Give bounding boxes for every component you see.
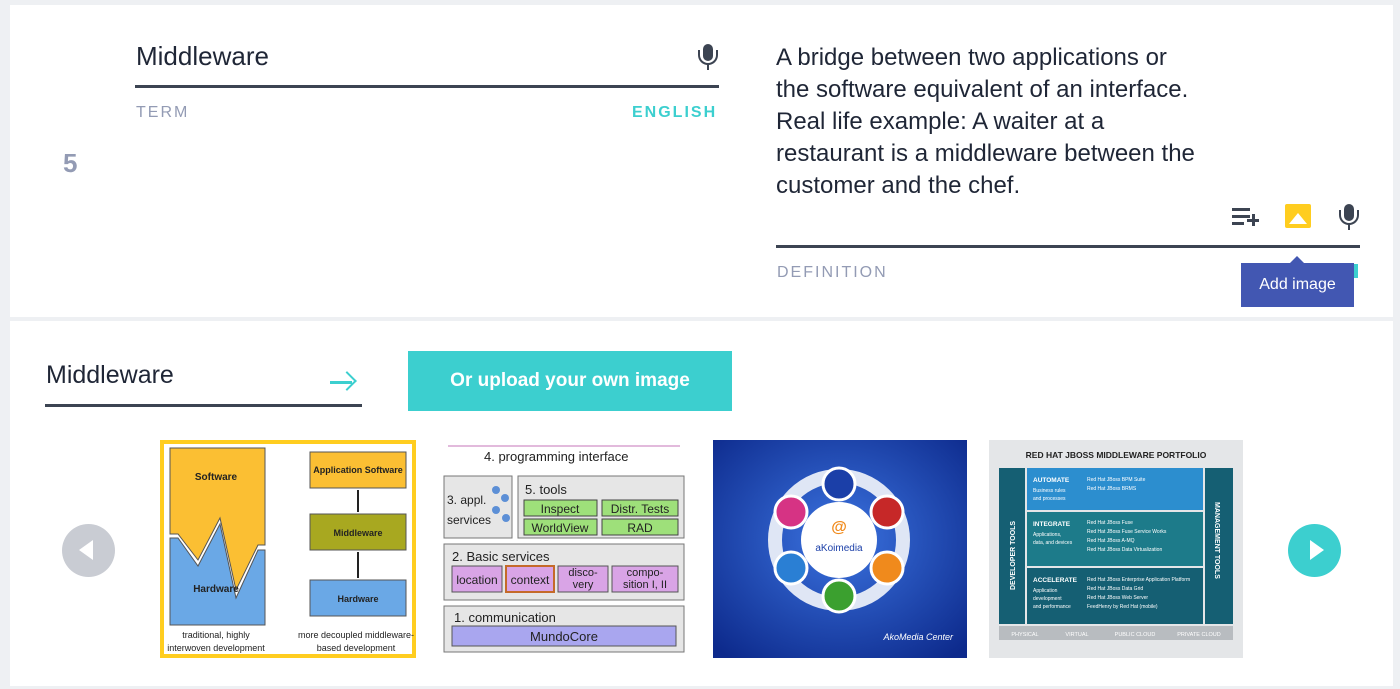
definition-label: DEFINITION — [777, 264, 888, 281]
result-4-row-1-desc-1: Business rules — [1033, 488, 1066, 494]
result-1-middleware-text: Middleware — [333, 528, 382, 538]
result-4-row-1-prod-1: Red Hat JBoss BPM Suite — [1087, 477, 1146, 483]
result-1-hardware-right-text: Hardware — [337, 594, 378, 604]
add-image-tooltip: Add image — [1241, 263, 1354, 307]
chevron-right-icon — [1310, 540, 1324, 560]
carousel-next-button[interactable] — [1288, 524, 1341, 577]
search-result-image[interactable]: Software Hardware Application Software M… — [160, 440, 416, 658]
result-2-mundocore: MundoCore — [530, 629, 598, 644]
result-4-footer-4: PRIVATE CLOUD — [1177, 632, 1221, 638]
chevron-left-icon — [79, 540, 93, 560]
result-3-logo: aKoimedia — [815, 543, 863, 554]
result-4-row-3-prod-3: Red Hat JBoss Web Server — [1087, 595, 1148, 601]
result-4-row-3-prod-2: Red Hat JBoss Data Grid — [1087, 586, 1143, 592]
carousel-prev-button[interactable] — [62, 524, 115, 577]
result-1-software-text: Software — [195, 472, 238, 483]
result-2-discovery-1: disco- — [568, 567, 598, 579]
result-1-app-software-text: Application Software — [313, 465, 403, 475]
result-4-row-1-desc-2: and processes — [1033, 496, 1066, 502]
tooltip-caret — [1290, 256, 1304, 263]
image-icon[interactable] — [1285, 204, 1311, 228]
result-1-caption-left-1: traditional, highly — [182, 630, 250, 640]
result-1-hardware-left-text: Hardware — [193, 584, 239, 595]
result-4-row-3-desc-2: development — [1033, 596, 1062, 602]
image-search-input[interactable]: Middleware — [46, 361, 174, 389]
microphone-icon[interactable] — [1338, 204, 1360, 234]
result-4-right-band: MANAGEMENT TOOLS — [1213, 502, 1220, 579]
definition-field[interactable]: A bridge between two applications or the… — [776, 40, 1360, 248]
result-4-left-band: DEVELOPER TOOLS — [1010, 521, 1017, 590]
svg-text:@: @ — [831, 519, 847, 536]
result-4-title: RED HAT JBOSS MIDDLEWARE PORTFOLIO — [1026, 450, 1207, 460]
result-2-location: location — [456, 573, 497, 587]
result-4-footer-3: PUBLIC CLOUD — [1115, 632, 1156, 638]
card-number: 5 — [63, 148, 78, 178]
result-2-basic: 2. Basic services — [452, 549, 550, 564]
result-4-footer-2: VIRTUAL — [1065, 632, 1088, 638]
result-2-comm: 1. communication — [454, 610, 556, 625]
result-4-row-1-name: AUTOMATE — [1033, 477, 1070, 484]
term-label: TERM — [136, 104, 190, 121]
result-4-row-2-desc-2: data, and devices — [1033, 540, 1073, 546]
result-2-tool-rad: RAD — [627, 521, 653, 535]
result-2-appl-1: 3. appl. — [447, 493, 486, 507]
term-input[interactable]: Middleware — [136, 41, 269, 71]
search-result-image[interactable]: RED HAT JBOSS MIDDLEWARE PORTFOLIO DEVEL… — [989, 440, 1243, 658]
result-3-caption: AkoMedia Center — [882, 632, 954, 642]
result-4-row-2-prod-3: Red Hat JBoss A-MQ — [1087, 538, 1135, 544]
result-2-tool-distr: Distr. Tests — [611, 502, 669, 516]
result-4-row-2-name: INTEGRATE — [1033, 521, 1071, 528]
upload-image-button[interactable]: Or upload your own image — [408, 351, 732, 411]
image-search-field[interactable]: Middleware — [45, 358, 362, 407]
result-2-title: 4. programming interface — [484, 449, 629, 464]
definition-input[interactable]: A bridge between two applications or the… — [776, 44, 1195, 199]
result-2-composition-2: sition I, II — [623, 579, 667, 591]
language-link-peek — [1354, 264, 1358, 278]
result-4-row-2-prod-4: Red Hat JBoss Data Virtualization — [1087, 547, 1162, 553]
result-2-tool-worldview: WorldView — [532, 521, 589, 535]
search-result-image[interactable]: 4. programming interface 3. appl. servic… — [440, 440, 688, 658]
result-4-row-2-desc-1: Applications, — [1033, 532, 1061, 538]
result-4-row-3-desc-1: Application — [1033, 588, 1058, 594]
result-4-row-1-prod-2: Red Hat JBoss BRMS — [1087, 486, 1137, 492]
result-2-composition-1: compo- — [627, 567, 664, 579]
result-2-context: context — [511, 573, 550, 587]
result-1-caption-right-1: more decoupled middleware- — [298, 630, 414, 640]
term-language-link[interactable]: ENGLISH — [632, 104, 718, 121]
result-4-footer-1: PHYSICAL — [1011, 632, 1038, 638]
result-2-tool-inspect: Inspect — [541, 502, 580, 516]
result-2-appl-2: services — [447, 513, 491, 527]
search-result-image[interactable]: @ aKoimedia AkoMedia Center — [713, 440, 967, 658]
result-4-row-2-prod-2: Red Hat JBoss Fuse Service Works — [1087, 529, 1167, 535]
result-1-caption-right-2: based development — [317, 643, 396, 653]
term-field[interactable]: Middleware — [135, 36, 719, 88]
microphone-icon[interactable] — [697, 44, 719, 74]
result-1-caption-left-2: interwoven development — [167, 643, 265, 653]
result-4-row-3-prod-4: FeedHenry by Red Hat (mobile) — [1087, 604, 1158, 610]
result-4-row-3-desc-3: and performance — [1033, 604, 1071, 610]
result-4-row-3-name: ACCELERATE — [1033, 577, 1078, 584]
arrow-right-icon[interactable] — [328, 371, 357, 393]
playlist-add-icon[interactable] — [1232, 206, 1260, 228]
result-2-discovery-2: very — [573, 579, 594, 591]
result-4-row-2-prod-1: Red Hat JBoss Fuse — [1087, 520, 1133, 526]
result-4-row-3-prod-1: Red Hat JBoss Enterprise Application Pla… — [1087, 577, 1190, 583]
result-2-tools: 5. tools — [525, 482, 567, 497]
